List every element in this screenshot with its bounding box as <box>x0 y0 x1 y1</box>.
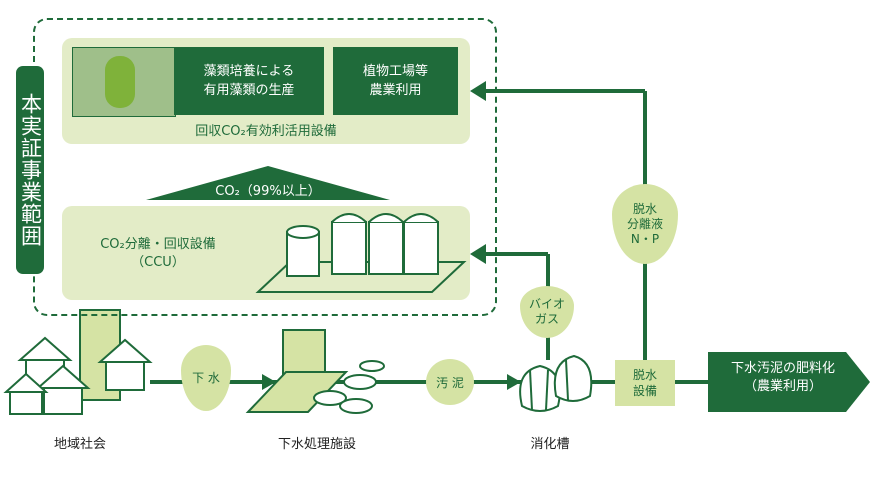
treatment-facility-label: 下水処理施設 <box>277 437 356 452</box>
digester-label: 消化槽 <box>530 437 570 452</box>
community-label: 地域社会 <box>53 437 106 452</box>
sludge-circle: 汚 泥 <box>426 359 474 405</box>
sewage-drop: 下 水 <box>181 345 231 411</box>
algae-production-box: 藻類培養による 有用藻類の生産 <box>174 47 324 115</box>
algae-photo <box>72 47 176 117</box>
plant-factory-box: 植物工場等 農業利用 <box>333 47 458 115</box>
community-illustration <box>3 309 153 415</box>
flow-arrowhead-1 <box>262 374 276 390</box>
liquid-arrowhead <box>470 81 486 101</box>
co2-triangle <box>146 166 390 200</box>
flow-arrowhead-2 <box>507 374 521 390</box>
fertilizer-label: 下水汚泥の肥料化 （農業利用） <box>730 361 835 394</box>
project-scope-label: 本実証事業範囲 <box>16 66 44 274</box>
treatment-facility-illustration <box>245 329 385 414</box>
biogas-drop: バイオ ガス <box>520 286 574 338</box>
dewatering-equipment-box: 脱水 設備 <box>615 360 675 406</box>
ccu-tanks-illustration <box>255 213 467 293</box>
biogas-arrowhead <box>470 244 486 264</box>
dewatered-liquid-drop: 脱水 分離液 N・P <box>612 184 678 264</box>
ccu-label: CO₂分離・回収設備 （CCU） <box>100 237 216 270</box>
digester-illustration <box>519 354 593 412</box>
co2-purity-label: CO₂（99%以上） <box>215 184 321 199</box>
co2-utilization-caption: 回収CO₂有効利活用設備 <box>195 124 337 139</box>
